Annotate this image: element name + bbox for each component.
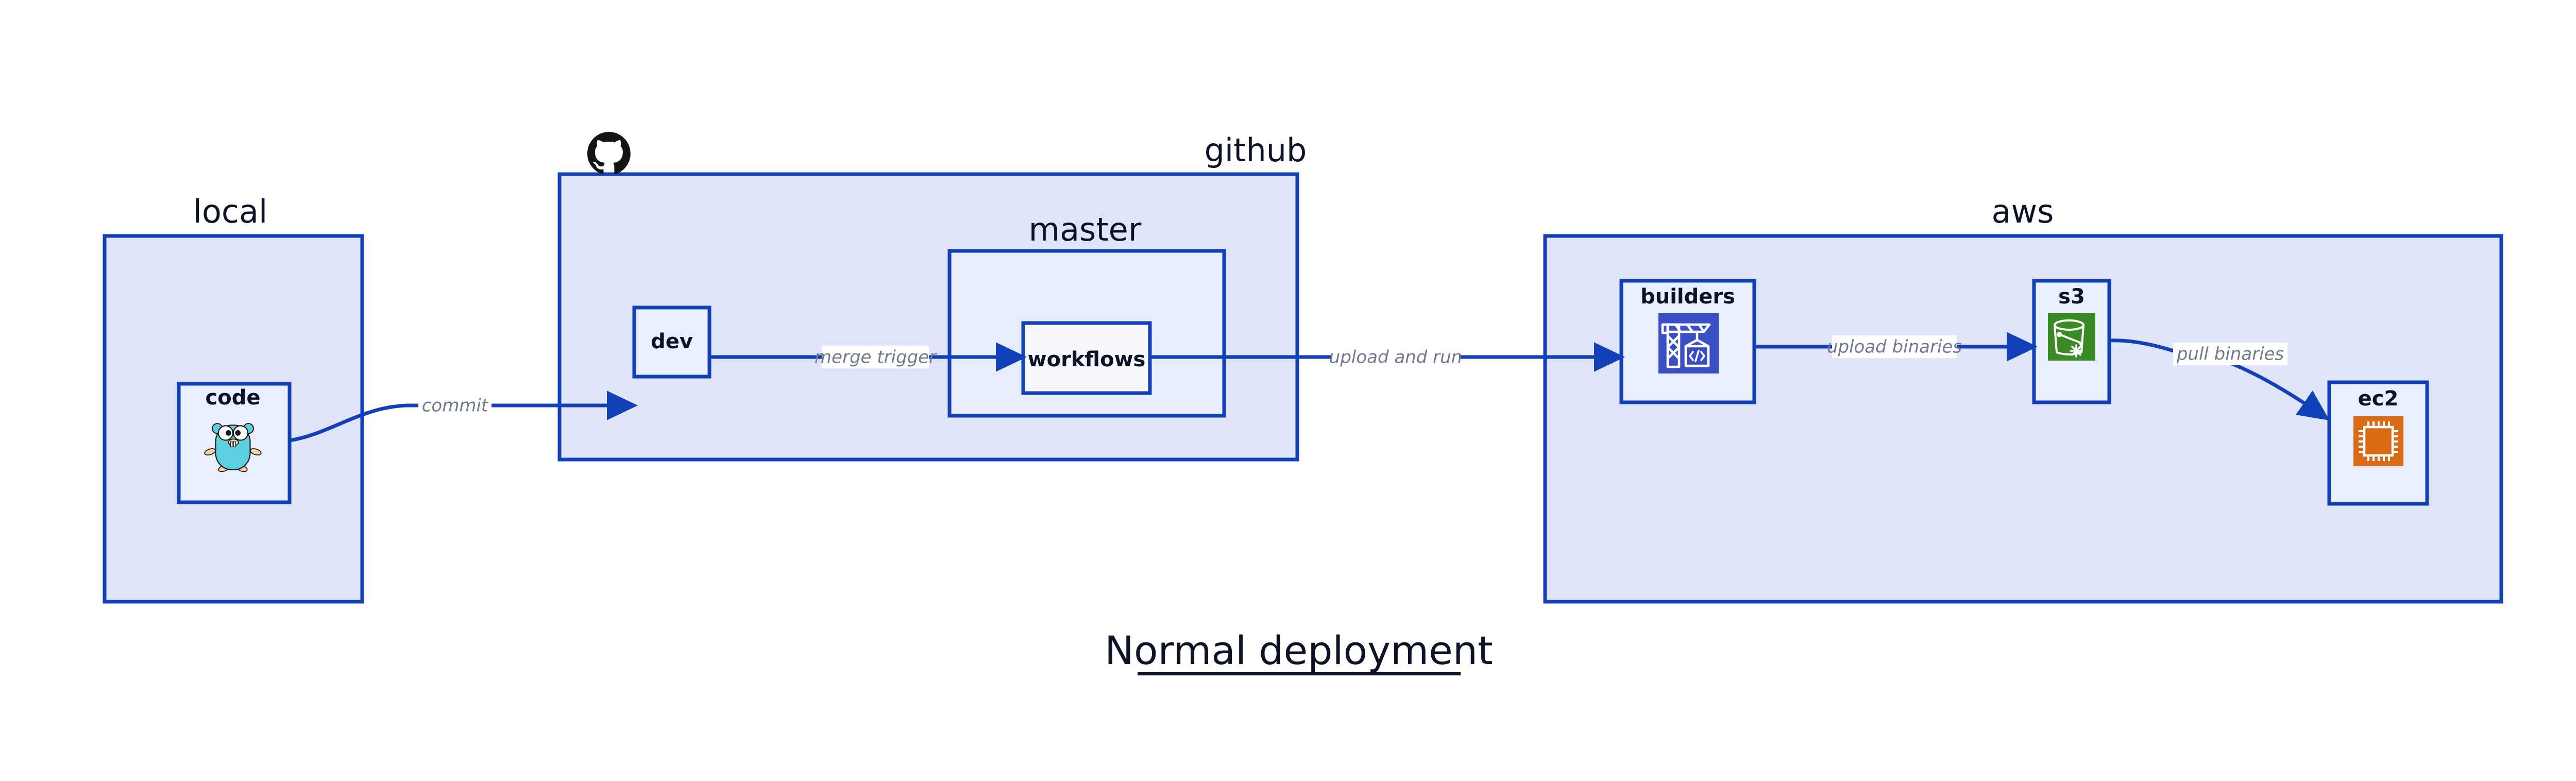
node-s3-label: s3 [2058,285,2085,309]
edge-upload-binaries: upload binaries [1754,332,2038,362]
node-ec2[interactable]: ec2 [2327,380,2429,506]
s3-bucket-icon [2048,313,2095,361]
node-code-label: code [206,386,261,410]
edge-pull-binaries-label: pull binaries [2176,344,2284,365]
edge-pull-binaries-curve-a [2109,338,2176,353]
edge-upload-and-run-label: upload and run [1329,347,1462,368]
edge-upload-and-run: upload and run [1150,342,1625,372]
node-builders[interactable]: builders [1619,279,1756,404]
group-github: github dev master workflows [557,131,1307,462]
crane-code-icon [1658,313,1719,373]
node-dev-label: dev [651,330,693,353]
edge-upload-binaries-label-bg [1832,335,1957,358]
edge-pull-binaries-curve-b [2227,360,2330,420]
group-aws-label: aws [1991,193,2054,230]
node-workflows-label: workflows [1028,348,1146,371]
group-aws: aws builders [1543,193,2503,604]
diagram-title: Normal deployment [1105,627,1493,675]
node-ec2-label: ec2 [2358,387,2399,411]
node-code[interactable]: code [177,382,292,504]
edge-commit-label-bg [418,394,492,417]
diagram-title-text: Normal deployment [1105,627,1493,673]
diagram-title-underline [1138,672,1461,675]
group-master: master workflows [947,211,1226,418]
group-github-label: github [1205,131,1307,169]
edge-commit: commit [289,390,638,443]
edge-pull-binaries: pull binaries [2109,338,2330,420]
group-local-label: local [193,193,267,230]
edge-upload-and-run-label-bg [1332,346,1459,368]
node-s3[interactable]: s3 [2032,279,2111,404]
edge-commit-label: commit [422,396,489,416]
edge-merge-trigger: merge trigger [709,342,1027,372]
edge-commit-curve [289,403,408,443]
node-dev-box[interactable] [632,305,711,379]
group-local: local code [103,193,364,604]
edge-pull-binaries-label-bg [2173,343,2287,365]
node-workflows[interactable]: workflows [1021,321,1152,395]
edge-merge-trigger-label: merge trigger [815,347,937,368]
edge-upload-binaries-label: upload binaries [1827,337,1962,358]
github-octocat-icon [587,132,631,174]
go-gopher-icon [204,423,262,472]
cpu-chip-icon [2353,416,2403,466]
group-master-label: master [1029,211,1142,248]
node-builders-label: builders [1640,285,1735,309]
node-dev[interactable]: dev [632,305,711,379]
edge-merge-trigger-label-bg [822,346,929,368]
